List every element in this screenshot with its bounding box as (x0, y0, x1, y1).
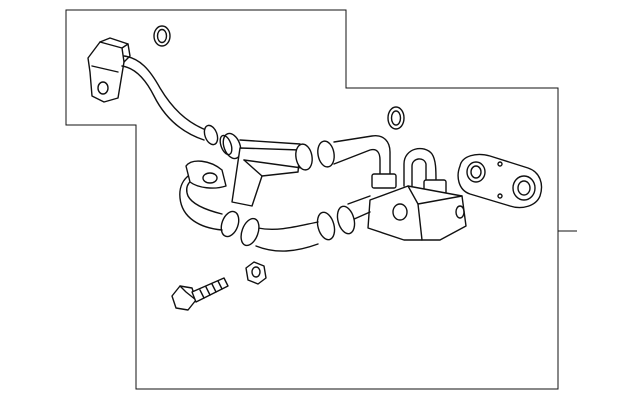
mounting-bracket (231, 147, 301, 207)
hose-lower (220, 210, 319, 252)
sealing-washer (457, 153, 543, 209)
tube-upper (333, 135, 397, 189)
hose-middle (239, 139, 335, 171)
diagram-frame (65, 9, 559, 390)
tube-loop (179, 160, 227, 231)
end-fitting (87, 37, 131, 103)
tube-lower (316, 195, 371, 241)
manifold-block (367, 185, 467, 241)
nut-icon (245, 261, 267, 285)
bolt-icon (171, 277, 229, 311)
o-ring-middle (387, 106, 405, 130)
o-ring-upper (153, 25, 171, 47)
hose-upper (121, 55, 207, 141)
hose-clamp (203, 124, 242, 160)
